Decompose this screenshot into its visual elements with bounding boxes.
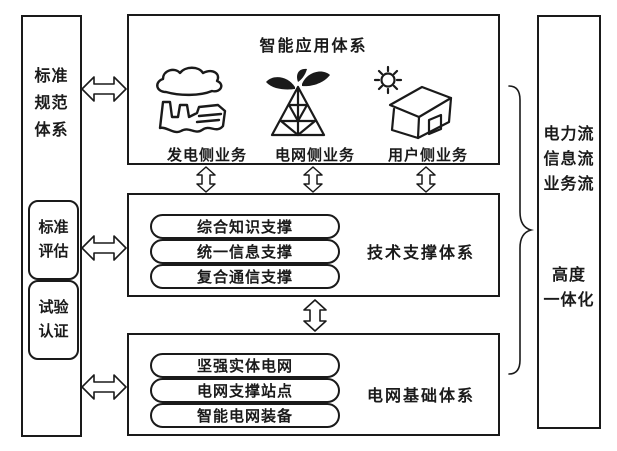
information-flow-line: 信息流 <box>543 151 595 168</box>
double-arrow-horizontal-icon <box>81 234 127 262</box>
user-side-item: 用户侧业务 <box>373 64 483 165</box>
standards-title-line: 标准 <box>34 68 69 85</box>
tech-pill: 综合知识支撑 <box>150 214 340 239</box>
double-arrow-vertical-icon <box>303 299 327 332</box>
double-arrow-horizontal-icon <box>81 75 127 103</box>
standards-panel-title: 标准 规范 体系 <box>23 63 80 144</box>
double-arrow-horizontal-icon <box>81 373 127 401</box>
test-certification-line: 认证 <box>38 324 69 340</box>
grid-side-item: 电网侧业务 <box>260 64 370 165</box>
grid-pill: 坚强实体电网 <box>150 353 340 378</box>
technology-box-title: 技术支撑体系 <box>366 245 475 262</box>
power-plant-icon <box>152 64 262 142</box>
user-side-label: 用户侧业务 <box>387 148 468 164</box>
grid-base-box-title: 电网基础体系 <box>366 388 475 405</box>
integration-panel-text: 电力流 信息流 业务流 高度 一体化 <box>539 122 599 313</box>
curly-brace-icon <box>503 84 535 376</box>
house-sun-icon <box>373 64 483 142</box>
standards-title-line: 体系 <box>34 122 69 139</box>
standards-panel: 标准 规范 体系 标准 评估 试验 认证 <box>21 15 82 437</box>
tech-pill: 复合通信支撑 <box>150 264 340 289</box>
tech-pill: 统一信息支撑 <box>150 239 340 264</box>
transmission-tower-icon <box>260 64 370 142</box>
integration-group: 高度 一体化 <box>539 263 599 313</box>
standard-evaluation-line: 标准 <box>38 220 69 236</box>
integration-panel: 电力流 信息流 业务流 高度 一体化 <box>537 15 601 429</box>
grid-pill: 电网支撑站点 <box>150 378 340 403</box>
standard-evaluation-box: 标准 评估 <box>28 200 79 280</box>
grid-pill: 智能电网装备 <box>150 403 340 428</box>
double-arrow-vertical-icon <box>196 166 216 193</box>
power-flow-line: 电力流 <box>543 126 595 143</box>
application-box-title: 智能应用体系 <box>259 38 368 55</box>
test-certification-box: 试验 认证 <box>28 280 79 360</box>
generation-side-item: 发电侧业务 <box>152 64 262 165</box>
grid-side-label: 电网侧业务 <box>274 148 355 164</box>
generation-side-label: 发电侧业务 <box>166 148 247 164</box>
standard-evaluation-line: 评估 <box>38 244 69 260</box>
grid-base-box: 坚强实体电网 电网支撑站点 智能电网装备 电网基础体系 <box>127 333 500 436</box>
double-arrow-vertical-icon <box>303 166 323 193</box>
double-arrow-vertical-icon <box>416 166 436 193</box>
standards-title-line: 规范 <box>34 95 69 112</box>
business-flow-line: 业务流 <box>543 176 595 193</box>
highly-line: 高度 <box>551 267 586 284</box>
test-certification-line: 试验 <box>38 300 69 316</box>
application-box: 智能应用体系 发电侧业务 <box>127 14 500 165</box>
integrated-line: 一体化 <box>543 292 595 309</box>
flows-group: 电力流 信息流 业务流 <box>539 122 599 197</box>
technology-box: 综合知识支撑 统一信息支撑 复合通信支撑 技术支撑体系 <box>127 193 500 297</box>
